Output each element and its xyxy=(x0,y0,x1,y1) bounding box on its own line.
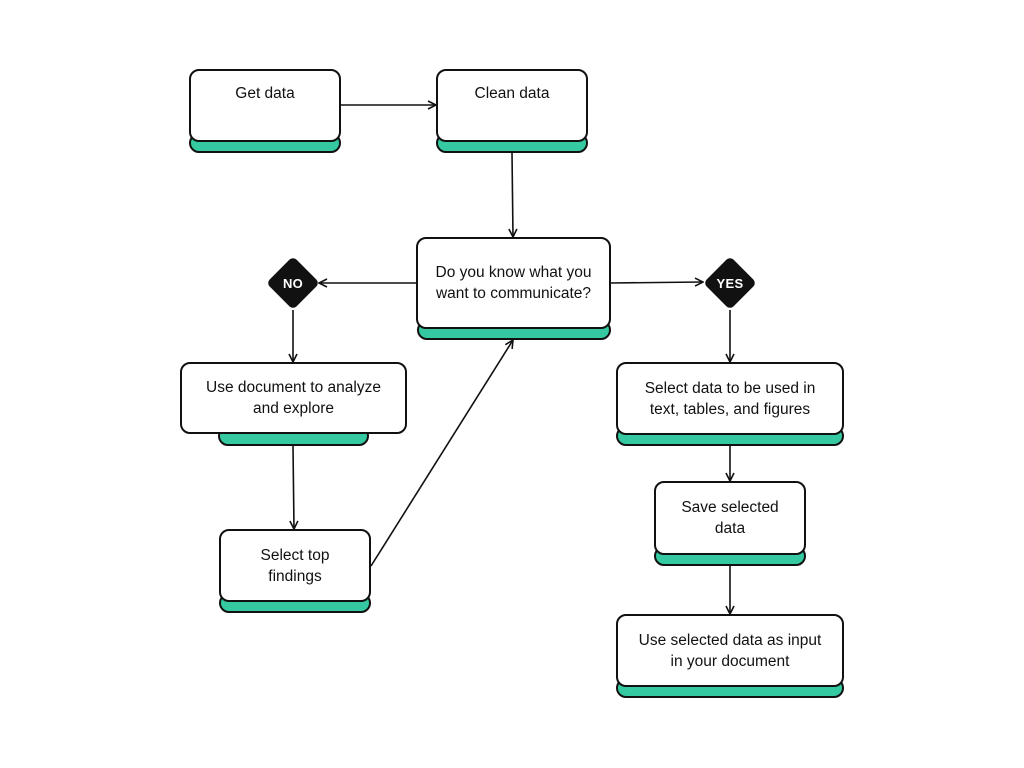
arrow-question-to-yes xyxy=(610,282,703,283)
top-findings-box: Select top findings xyxy=(219,529,371,613)
no-decision-diamond: NO xyxy=(266,256,320,310)
analyze-label: Use document to analyze and explore xyxy=(180,362,407,434)
yes-label: YES xyxy=(716,275,744,291)
arrow-analyze-to-findings xyxy=(293,445,294,529)
clean-data-label: Clean data xyxy=(436,69,588,142)
clean-data-box: Clean data xyxy=(436,69,588,153)
get-data-box: Get data xyxy=(189,69,341,153)
yes-decision-diamond: YES xyxy=(703,256,757,310)
select-data-box: Select data to be used in text, tables, … xyxy=(616,362,844,446)
arrow-clean-to-question xyxy=(512,152,513,237)
arrow-findings-to-question xyxy=(370,340,513,567)
no-label: NO xyxy=(282,275,304,291)
save-data-box: Save selected data xyxy=(654,481,806,566)
question-box: Do you know what you want to communicate… xyxy=(416,237,611,340)
analyze-box: Use document to analyze and explore xyxy=(180,362,407,446)
select-data-label: Select data to be used in text, tables, … xyxy=(616,362,844,435)
get-data-label: Get data xyxy=(189,69,341,142)
question-label: Do you know what you want to communicate… xyxy=(416,237,611,329)
use-data-box: Use selected data as input in your docum… xyxy=(616,614,844,698)
use-data-label: Use selected data as input in your docum… xyxy=(616,614,844,687)
top-findings-label: Select top findings xyxy=(219,529,371,602)
save-data-label: Save selected data xyxy=(654,481,806,555)
